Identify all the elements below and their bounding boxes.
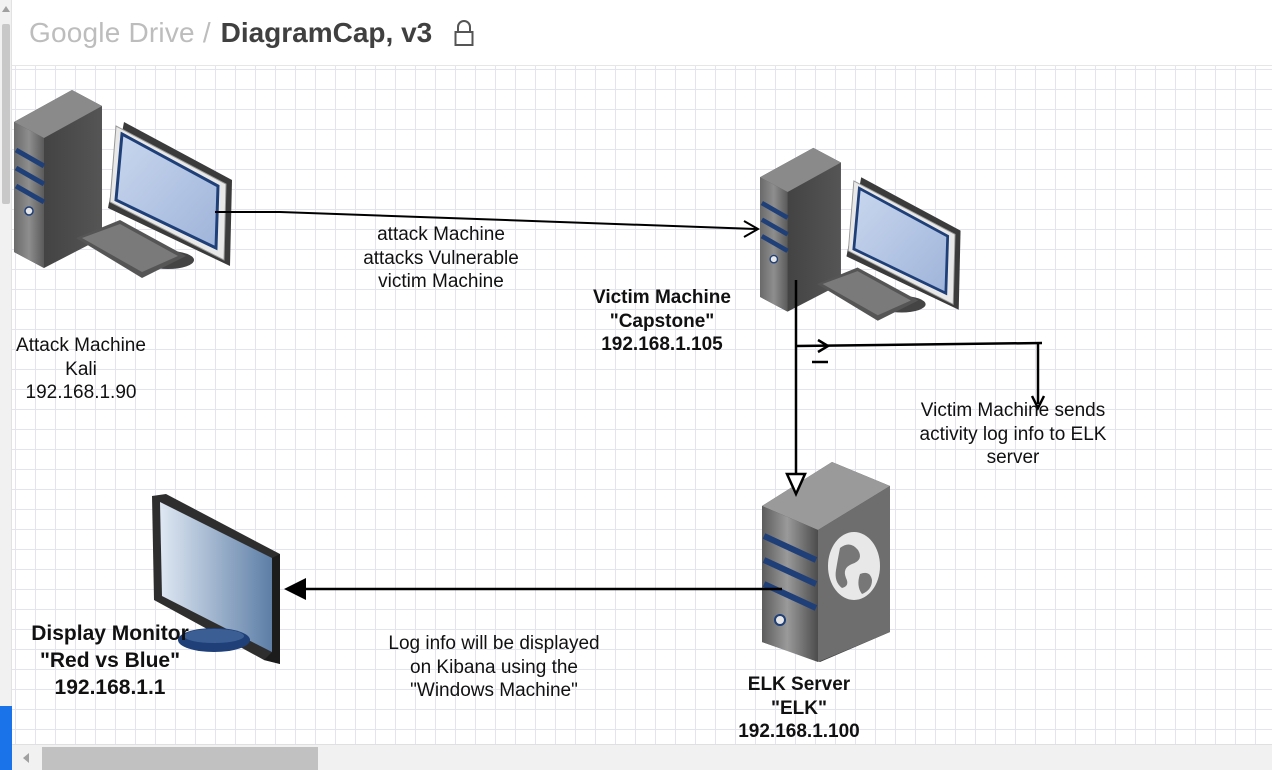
label-line: attacks Vulnerable xyxy=(363,247,519,269)
label-line: Victim Machine sends xyxy=(920,400,1106,421)
label-line: server xyxy=(986,447,1040,468)
side-panel-edge xyxy=(0,706,12,770)
attack-edge-label: attack Machine attacks Vulnerable victim… xyxy=(348,223,534,294)
label-line: 192.168.1.100 xyxy=(738,721,860,742)
breadcrumb-google-drive[interactable]: Google Drive xyxy=(29,16,195,48)
elk-server-label: ELK Server "ELK" 192.168.1.100 xyxy=(718,673,880,744)
scroll-left-icon[interactable] xyxy=(23,753,29,763)
label-line: 192.168.1.1 xyxy=(54,676,166,699)
label-line: attack Machine xyxy=(377,224,505,245)
victim-machine-label: Victim Machine "Capstone" 192.168.1.105 xyxy=(578,286,746,357)
label-line: ELK Server xyxy=(747,674,851,695)
label-line: Attack Machine xyxy=(16,335,146,356)
breadcrumb-separator: / xyxy=(202,16,211,48)
logs-to-elk-edge-label: Victim Machine sends activity log info t… xyxy=(900,399,1126,470)
horizontal-scroll-thumb[interactable] xyxy=(42,747,318,770)
vertical-scrollbar[interactable] xyxy=(0,0,12,770)
scroll-up-icon[interactable] xyxy=(2,6,10,12)
document-header: Google Drive / DiagramCap, v3 xyxy=(12,0,1272,66)
display-monitor-icon[interactable] xyxy=(152,494,280,664)
attack-machine-label: Attack Machine Kali 192.168.1.90 xyxy=(14,334,148,405)
label-line: Kali xyxy=(65,358,97,380)
label-line: 192.168.1.90 xyxy=(25,382,137,403)
kibana-edge-label: Log info will be displayed on Kibana usi… xyxy=(370,632,618,703)
label-line: "Red vs Blue" xyxy=(39,649,181,672)
elk-to-display-connector[interactable] xyxy=(284,578,782,600)
label-line: activity log info to ELK xyxy=(919,423,1107,445)
log-info-connector[interactable] xyxy=(795,338,1046,411)
elk-server-icon[interactable] xyxy=(762,462,890,662)
label-line: on Kibana using the xyxy=(410,656,578,678)
lock-icon[interactable] xyxy=(454,19,474,47)
victim-to-elk-connector[interactable] xyxy=(785,280,807,498)
vertical-scroll-thumb[interactable] xyxy=(2,24,10,204)
attack-connector[interactable] xyxy=(215,211,761,238)
diagram-canvas[interactable]: Attack Machine Kali 192.168.1.90 Victim … xyxy=(12,66,1272,744)
label-line: "ELK" xyxy=(770,697,828,719)
horizontal-scrollbar[interactable] xyxy=(12,744,1272,770)
label-line: Log info will be displayed xyxy=(388,633,600,654)
attack-machine-icon[interactable] xyxy=(14,90,232,278)
label-line: Victim Machine xyxy=(593,287,731,308)
globe-icon xyxy=(828,532,880,600)
label-line: "Capstone" xyxy=(609,310,715,332)
victim-machine-icon[interactable] xyxy=(760,147,961,321)
label-line: Display Monitor xyxy=(31,622,189,645)
document-title[interactable]: DiagramCap, v3 xyxy=(220,16,433,48)
display-monitor-label: Display Monitor "Red vs Blue" 192.168.1.… xyxy=(18,620,202,701)
label-line: "Windows Machine" xyxy=(410,680,578,701)
label-line: victim Machine xyxy=(378,271,504,292)
label-line: 192.168.1.105 xyxy=(601,334,723,355)
